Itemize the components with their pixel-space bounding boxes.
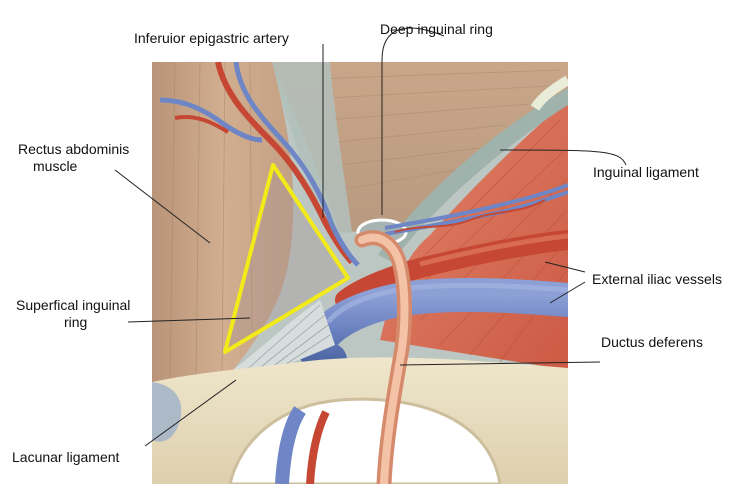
label-external-iliac-vessels: External iliac vessels <box>592 271 722 287</box>
label-rectus-abdominis-muscle: muscle <box>33 158 78 174</box>
leader-deep-ring <box>381 27 445 215</box>
leader-vein <box>549 281 586 304</box>
leader-lines <box>114 27 627 447</box>
leader-rectus <box>114 169 211 244</box>
label-deep-inguinal-ring: Deep inguinal ring <box>380 21 493 37</box>
inferior-epigastric-vein <box>233 62 360 267</box>
label-lacunar-ligament: Lacunar ligament <box>12 449 120 465</box>
superficial-inguinal-ring-outline <box>223 163 350 354</box>
label-rectus-abdominis: Rectus abdominis <box>18 141 130 157</box>
leader-inguinal-ligament <box>499 149 627 166</box>
label-ductus-deferens: Ductus deferens <box>601 334 703 350</box>
label-inguinal-ligament: Inguinal ligament <box>593 164 699 180</box>
label-superficial-inguinal: Superfical inguinal <box>16 297 131 313</box>
label-superficial-ring: ring <box>64 314 88 330</box>
leader-ductus <box>399 361 601 366</box>
leader-artery <box>544 261 586 273</box>
inferior-epigastric-artery <box>215 62 355 265</box>
leader-superficial-ring <box>127 317 251 323</box>
leader-lacunar <box>144 379 237 447</box>
label-inferior-epigastric-artery: Inferuior epigastric artery <box>134 30 289 46</box>
inguinal-ligament <box>378 88 568 262</box>
testicular-vessels <box>384 183 568 230</box>
external-iliac-artery <box>335 230 568 310</box>
lacunar-ligament <box>230 300 335 385</box>
